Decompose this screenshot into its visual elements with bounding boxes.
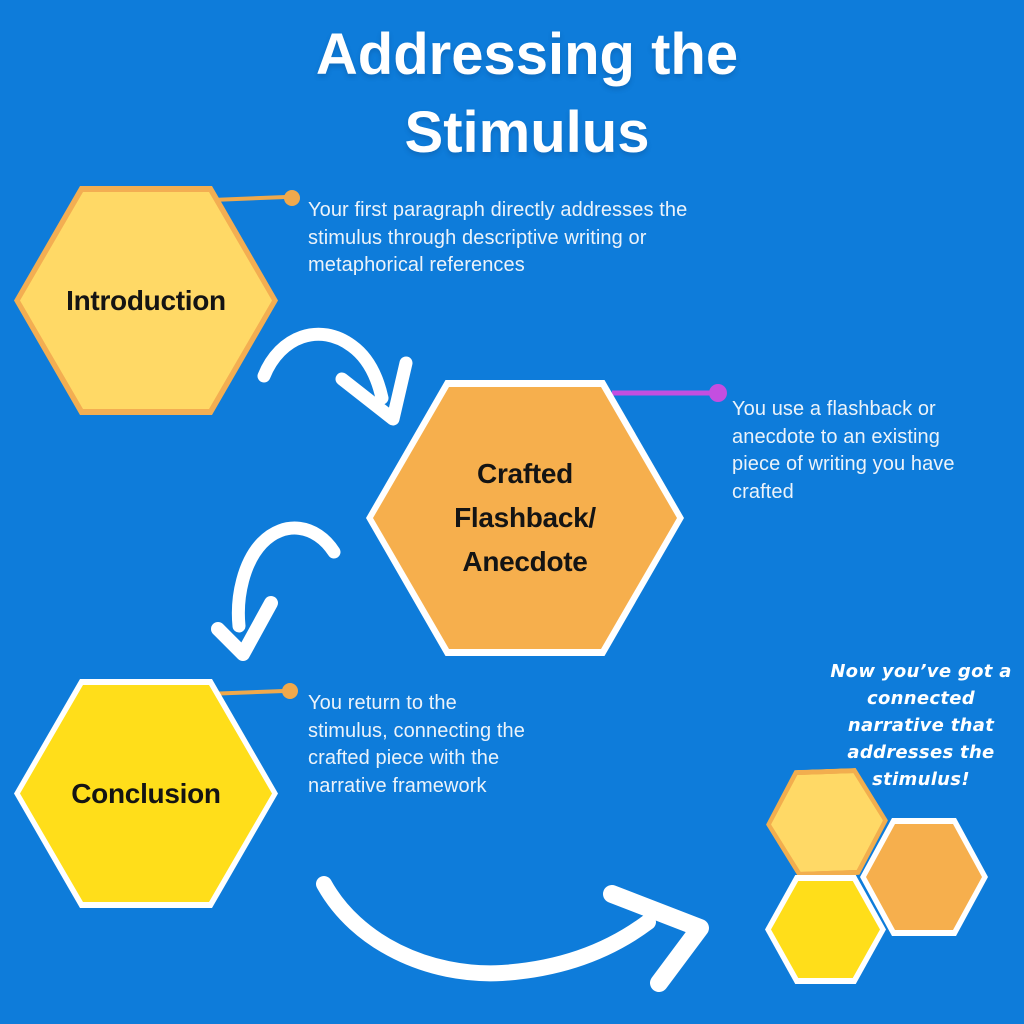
hexagon-conclusion: Conclusion	[14, 679, 278, 908]
hexagon-conclusion-label: Conclusion	[71, 777, 221, 809]
hexagon-introduction: Introduction	[14, 186, 278, 415]
introduction-note: Your first paragraph directly addresses …	[308, 199, 688, 276]
arrow-flashback-to-conclusion	[231, 521, 341, 633]
final-note: Now you’ve got a connected narrative tha…	[830, 661, 1012, 790]
arrowhead-intro-to-flashback-icon	[335, 356, 413, 426]
conclusion-connector-dot	[282, 683, 298, 699]
arrow-intro-to-flashback	[257, 327, 389, 405]
hexagon-crafted-flashback-fill: Crafted Flashback/ Anecdote	[373, 387, 677, 649]
cluster-hexagon-bottom-fill	[771, 881, 880, 978]
hexagon-introduction-label: Introduction	[66, 284, 226, 316]
intro-connector-dot	[284, 190, 300, 206]
hexagon-crafted-flashback: Crafted Flashback/ Anecdote	[366, 380, 684, 656]
intro-connector-line	[211, 195, 287, 202]
arrowhead-flashback-to-conclusion-icon	[211, 596, 278, 661]
hexagon-introduction-fill: Introduction	[20, 192, 272, 409]
title-line-1: Addressing the	[315, 22, 739, 87]
cluster-hexagon-bottom-icon	[765, 875, 886, 984]
flashback-connector-dot	[709, 384, 727, 402]
cluster-hexagon-right-fill	[866, 824, 982, 930]
page-title: Addressing the Stimulus	[316, 16, 738, 172]
title-line-2: Stimulus	[404, 100, 650, 165]
hexagon-conclusion-fill: Conclusion	[20, 685, 272, 902]
arrow-conclusion-to-cluster	[316, 876, 656, 982]
crafted-flashback-note: You use a flashback or anecdote to an ex…	[732, 398, 955, 503]
hexagon-crafted-flashback-label: Crafted Flashback/ Anecdote	[454, 458, 596, 577]
conclusion-note: You return to the stimulus, connecting t…	[308, 692, 525, 797]
cluster-hexagon-top-fill	[769, 772, 884, 873]
arrowhead-conclusion-to-cluster-icon	[603, 885, 709, 992]
